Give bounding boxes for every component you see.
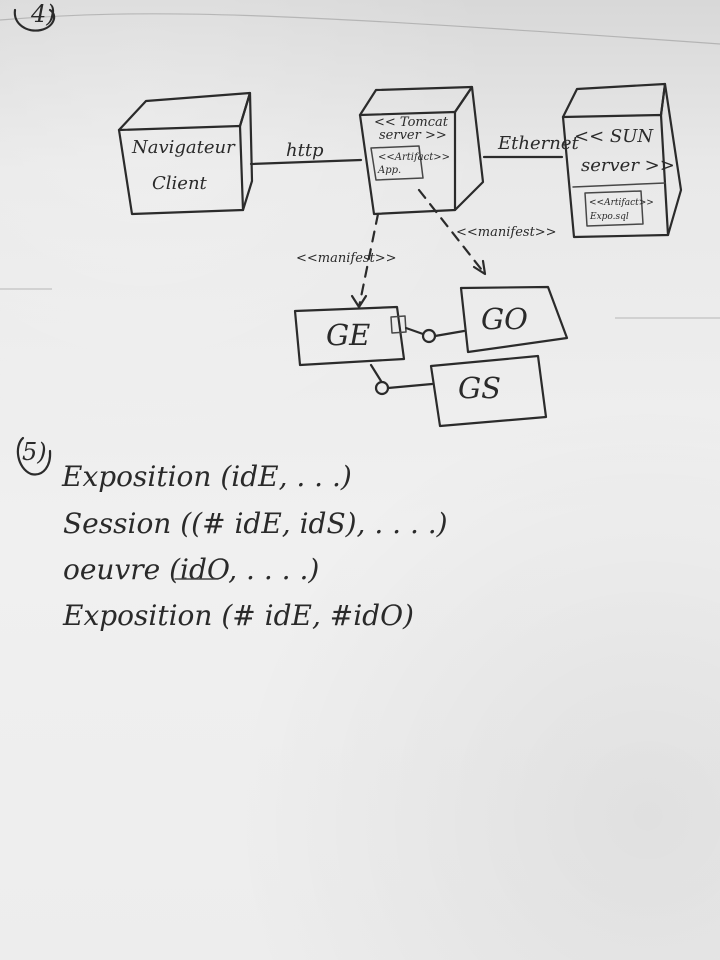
- gs-label: GS: [458, 371, 501, 405]
- schema-line-4: Exposition (# idE, #idO): [62, 599, 414, 632]
- tomcat-artifact-line1: <<Artifact>>: [378, 152, 450, 163]
- sun-label-line2: server >>: [581, 155, 675, 176]
- ge-gs-connector-right: [386, 382, 434, 390]
- section-bottom-label: 5): [22, 438, 47, 466]
- section-top-label: 4): [30, 0, 56, 28]
- browser-label-line1: Navigateur: [131, 137, 236, 158]
- sun-artifact-box: [584, 190, 644, 227]
- component-ge: GE: [293, 305, 407, 367]
- http-link: [249, 158, 363, 166]
- go-label: GO: [481, 302, 528, 336]
- top-paper-edge: [0, 13, 720, 45]
- sun-artifact-line1: <<Artifact>>: [589, 198, 654, 208]
- ethernet-label: Ethernet: [497, 133, 579, 154]
- schema-line-1: Exposition (idE, . . .): [61, 460, 352, 493]
- schema-line-2: Session ((# idE, idS), . . . .): [63, 507, 448, 540]
- manifest-left-arrowhead: [350, 294, 368, 309]
- ge-go-socket: [421, 328, 437, 344]
- tomcat-label-line1: << Tomcat: [374, 115, 449, 130]
- schema-line-3: oeuvre (idO, . . . .): [63, 553, 319, 586]
- manifest-left-arrow: [357, 212, 380, 309]
- http-label: http: [286, 140, 324, 161]
- ge-gs-connector-left: [369, 363, 383, 383]
- section-top-marker: [13, 8, 56, 32]
- browser-node: Navigateur Client: [117, 91, 254, 216]
- sun-server-node: << SUN server >> <<Artifact>> Expo.sql: [561, 82, 683, 239]
- browser-side: [238, 91, 254, 212]
- component-gs: GS: [429, 354, 548, 428]
- ge-box: [293, 305, 406, 367]
- browser-top: [117, 91, 252, 132]
- ge-go-connector-right: [433, 329, 466, 338]
- gs-box: [429, 354, 548, 428]
- tomcat-artifact-box: [370, 145, 424, 181]
- manifest-left-label: <<manifest>>: [296, 251, 397, 266]
- tomcat-side: [453, 85, 485, 212]
- manifest-right-arrowhead: [472, 259, 487, 276]
- sun-internal-divider: [572, 182, 666, 188]
- sun-top: [561, 82, 667, 119]
- ge-label: GE: [326, 318, 370, 352]
- tomcat-label-line2: server >>: [379, 128, 447, 143]
- ge-go-connector-left: [404, 326, 425, 336]
- manifest-right-arrow: [417, 188, 487, 276]
- manifest-right-label: <<manifest>>: [456, 225, 557, 240]
- tomcat-node: << Tomcat server >> <<Artifact>> App.: [358, 85, 485, 216]
- section-bottom-marker: [16, 436, 52, 476]
- ge-port: [390, 315, 407, 334]
- sun-artifact-line2: Expo.sql: [589, 212, 629, 222]
- sun-side: [659, 82, 683, 237]
- go-box: [459, 285, 569, 354]
- browser-label-line2: Client: [152, 173, 208, 194]
- ge-gs-socket: [374, 380, 390, 396]
- component-go: GO: [459, 285, 569, 354]
- sun-label-line1: << SUN: [574, 126, 654, 147]
- tomcat-artifact-line2: App.: [377, 165, 401, 176]
